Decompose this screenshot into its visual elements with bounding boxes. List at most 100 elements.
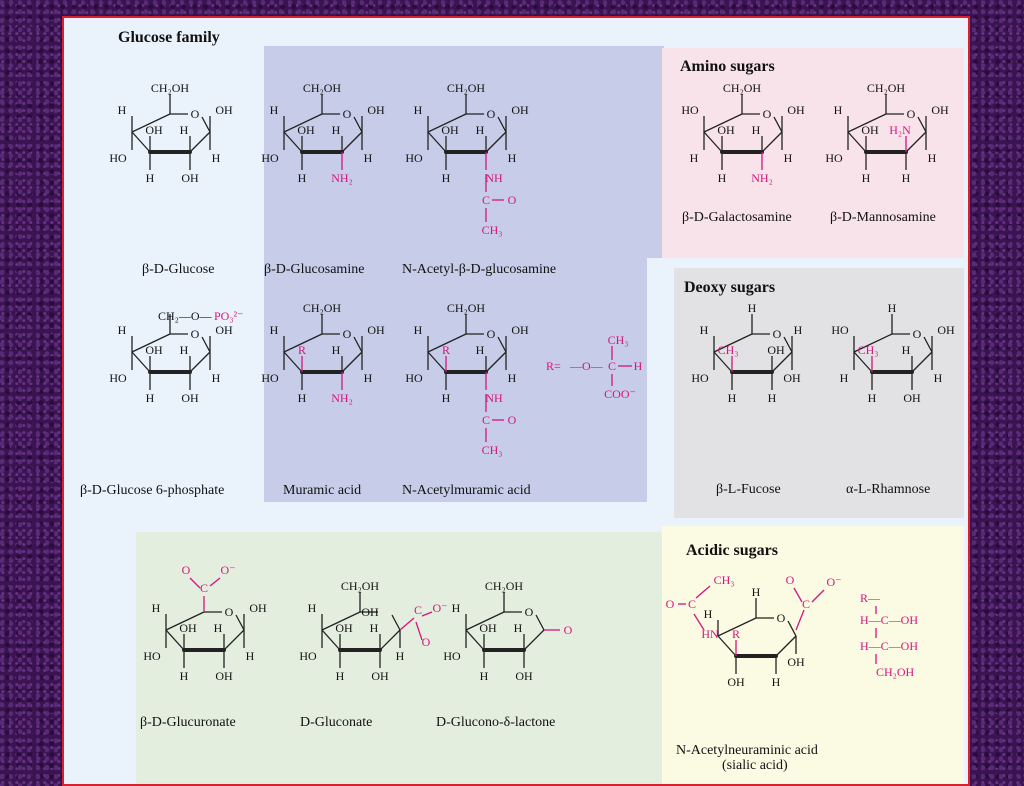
bond [847,131,867,153]
bond [761,131,783,153]
atom-label: H [902,343,911,357]
atom-label: HN [701,627,719,641]
bond [775,635,797,657]
amino-sugars-panel [662,48,964,258]
label-muramic: Muramic acid [283,483,361,498]
atom-label: O [487,327,496,341]
atom-label: H [452,601,461,615]
atom-label: H [480,669,489,683]
atom-label: HO [405,151,423,165]
atom-label: OH [767,343,785,357]
atom-label: HO [143,649,161,663]
atom-label: H₂N [889,123,911,137]
label-mannosamine: β-D-Mannosamine [830,210,936,225]
bond [201,116,211,133]
label-glucuronate: β-D-Glucuronate [140,715,236,730]
bond [783,336,793,353]
atom-label: CH₂OH [447,81,486,95]
deoxy-sugars-header: Deoxy sugars [684,279,775,296]
label-glucosamine: β-D-Glucosamine [264,262,364,277]
figure-frame: Glucose family Amino sugars Deoxy sugars… [62,16,970,786]
atom-label: H [840,371,849,385]
atom-label: OH [371,669,389,683]
atom-label: H [146,391,155,405]
atom-label: H [442,391,451,405]
atom-label: H [298,391,307,405]
atom-label: H [704,607,713,621]
atom-label: OH [215,669,233,683]
atom-label: O [191,107,200,121]
bond [427,113,467,133]
atom-label: H [414,323,423,337]
atom-label: OH [931,103,949,117]
atom-label: H [514,621,523,635]
atom-label: CH₂OH [723,81,762,95]
atom-label: PO₃²⁻ [214,309,243,323]
atom-label: H—C—OH [860,639,918,653]
atom-label: O [225,605,234,619]
bond [773,116,783,133]
bond [341,351,363,373]
atom-label: O [777,611,786,625]
bond [793,587,803,603]
atom-label: C [482,193,490,207]
atom-label: OH [215,103,233,117]
bond [713,333,753,353]
atom-label: HO [109,151,127,165]
label-galactosamine: β-D-Galactosamine [682,210,792,225]
atom-label: H [634,359,643,373]
atom-label: HO [681,103,699,117]
atom-label: HO [261,151,279,165]
atom-label: COO⁻ [604,387,636,401]
atom-label: C [608,359,616,373]
bond [465,611,505,631]
bond [421,611,433,617]
atom-label: H [772,675,781,689]
atom-label: C [688,597,696,611]
atom-label: O [343,107,352,121]
atom-label: NH₂ [331,171,353,185]
bond [131,333,171,353]
glucose-family-header: Glucose family [118,29,220,46]
atom-label: OH [727,675,745,689]
atom-label: O [191,327,200,341]
bond [535,614,545,631]
atom-label: H—C—OH [860,613,918,627]
bond [283,333,323,353]
atom-label: H [212,371,221,385]
atom-label: CH₃ [714,573,735,587]
bond [415,621,423,641]
atom-label: OH [861,123,879,137]
atom-label: O [343,327,352,341]
atom-label: OH [145,343,163,357]
atom-label: HO [443,649,461,663]
atom-label: NH₂ [331,391,353,405]
atom-label: O [763,107,772,121]
bond [795,609,805,631]
atom-label: H [794,323,803,337]
atom-label: OH [361,605,379,619]
atom-label: H [180,123,189,137]
atom-label: OH [511,323,529,337]
bond [209,577,221,587]
atom-label: H [308,601,317,615]
bond [189,131,211,153]
atom-label: H [834,103,843,117]
bond [189,577,201,589]
atom-label: H [862,171,871,185]
atom-label: H [784,151,793,165]
bond [911,351,933,373]
atom-label: CH₂—O— [158,309,213,323]
atom-label: OH [937,323,955,337]
acidic-sugars-header: Acidic sugars [686,542,778,559]
